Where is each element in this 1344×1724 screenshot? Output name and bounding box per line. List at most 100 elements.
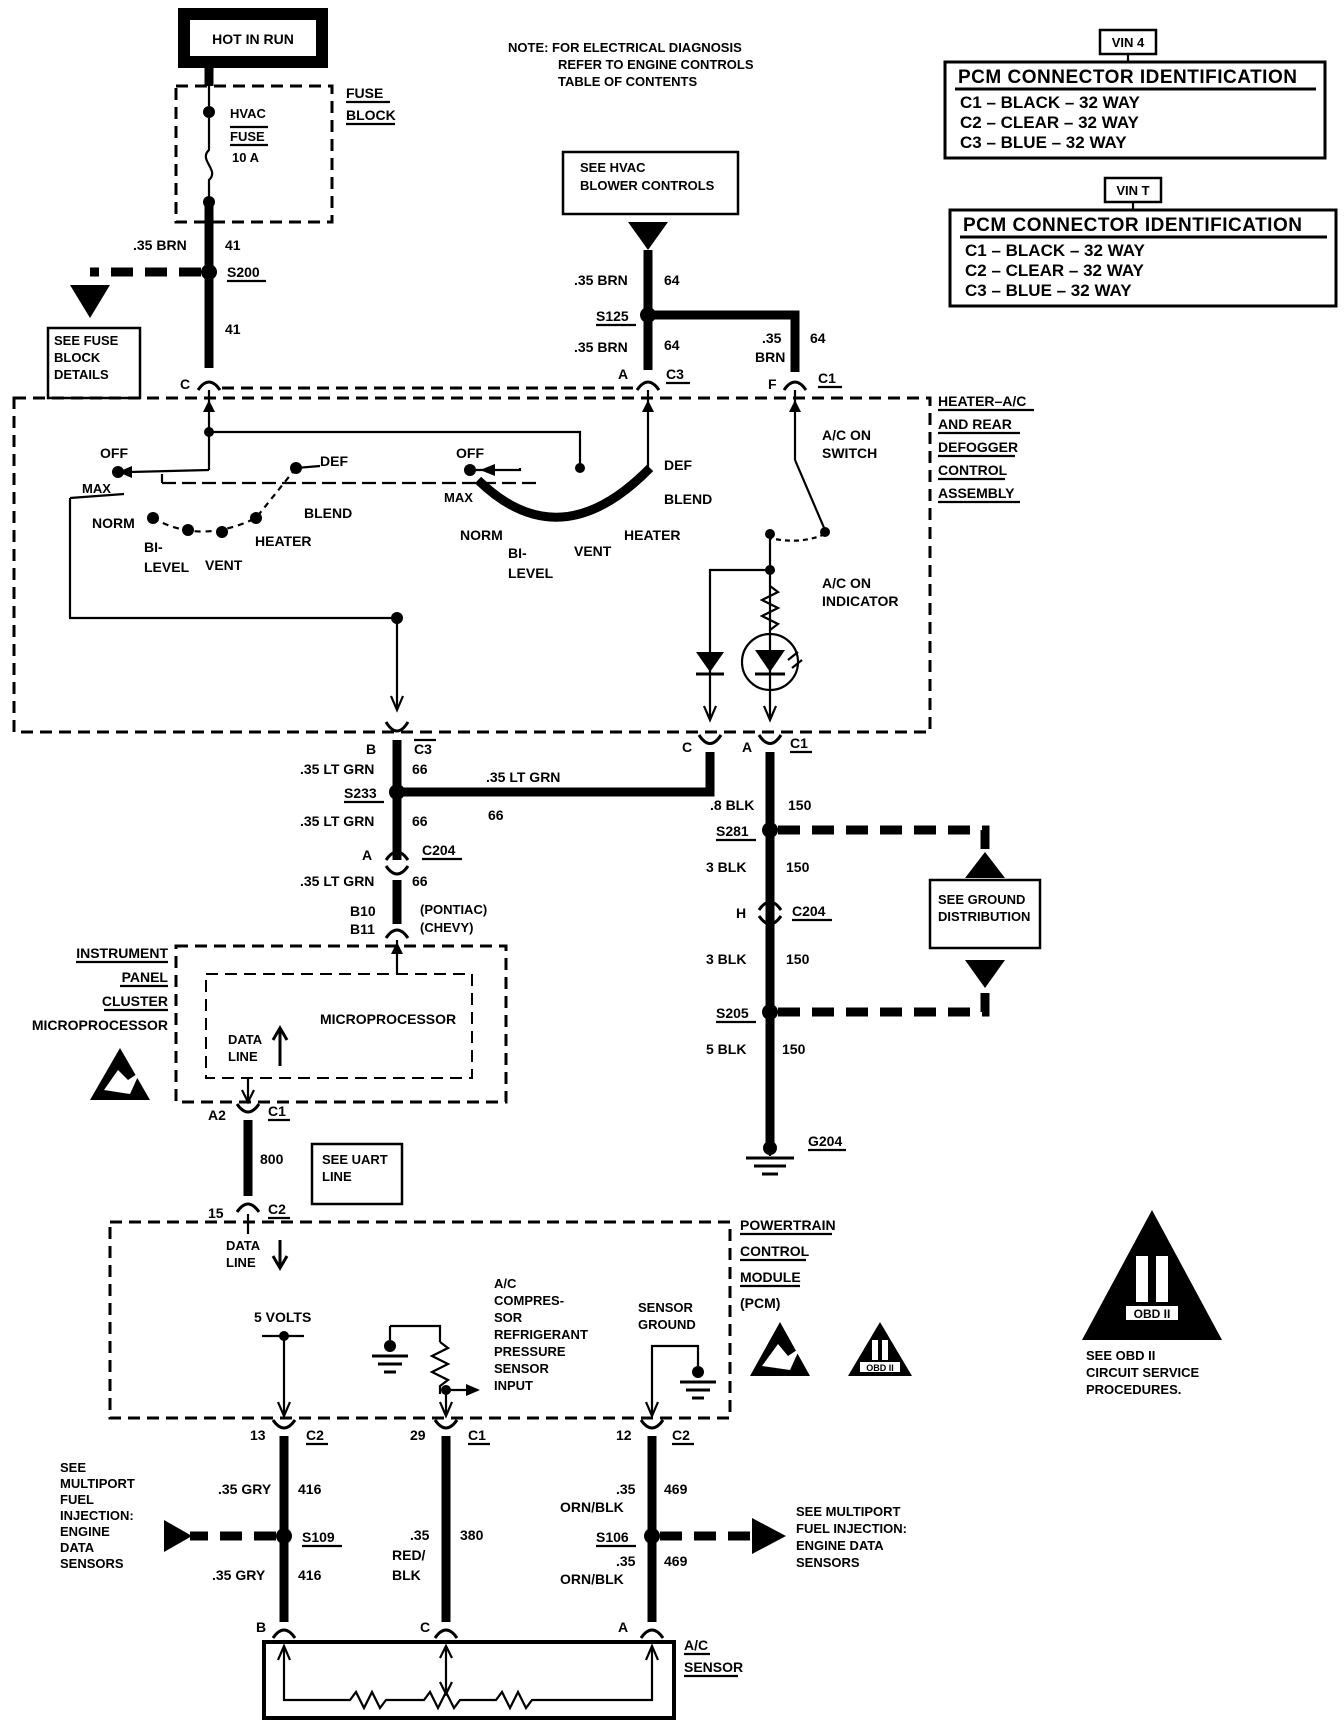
conn-c2-a: C2 (306, 1427, 324, 1443)
conn-a2: A2 (208, 1107, 226, 1123)
wire-orn-2a: .35 (616, 1553, 636, 1569)
ref-fuse-details-3: DETAILS (54, 367, 109, 382)
ref-obd-1: SEE OBD II (1086, 1348, 1155, 1363)
circuit-41-b: 41 (225, 321, 241, 337)
splice-s106-label: S106 (596, 1529, 629, 1545)
see-ground-distribution-box (928, 878, 1042, 950)
obd-large-label: OBD II (1134, 1307, 1171, 1321)
conn-c1-b: C1 (468, 1427, 486, 1443)
splice-s205-label: S205 (716, 1005, 749, 1021)
fuse-block-outline (174, 84, 334, 224)
ac-indicator-label-1: A/C ON (822, 575, 871, 591)
wire-gry-1: .35 GRY (218, 1481, 272, 1497)
ipc-label-4: MICROPROCESSOR (32, 1017, 168, 1033)
ref-mpfi-l-3: FUEL (60, 1492, 94, 1507)
wire-ltgrn-1: .35 LT GRN (300, 761, 374, 777)
chevy-label: (CHEVY) (420, 920, 473, 935)
circuit-150-d: 150 (782, 1041, 806, 1057)
conn-29: 29 (410, 1427, 426, 1443)
center-max: MAX (444, 490, 473, 505)
pontiac-label: (PONTIAC) (420, 902, 487, 917)
control-assembly-outline (12, 396, 932, 734)
ipc-micro-label: MICROPROCESSOR (320, 1011, 456, 1027)
conn-c-sensor: C (420, 1619, 430, 1635)
wire-brn-64-c1: .35 (762, 330, 782, 346)
control-label-4: CONTROL (938, 462, 1008, 478)
conn-12: 12 (616, 1427, 632, 1443)
fuse-block-label-2: BLOCK (346, 107, 396, 123)
conn-b-sensor: B (256, 1619, 266, 1635)
center-blend: BLEND (664, 491, 712, 507)
ref-obd-2: CIRCUIT SERVICE (1086, 1365, 1199, 1380)
ref-obd-3: PROCEDURES. (1086, 1382, 1181, 1397)
wire-brn-64-a: .35 BRN (574, 272, 628, 288)
vin-4-label: VIN 4 (1112, 35, 1145, 50)
conn-b-c3: B (366, 741, 376, 757)
circuit-380: 380 (460, 1527, 484, 1543)
pcm-5-volts: 5 VOLTS (254, 1309, 311, 1325)
hvac-fuse-label-2: FUSE (230, 129, 265, 144)
pcm-esd-icon (750, 1322, 810, 1376)
ipc-data-2: LINE (228, 1049, 258, 1064)
ac-switch-label-1: A/C ON (822, 427, 871, 443)
splice-s205 (762, 1004, 778, 1020)
conn-c2-pcm-top: C2 (268, 1201, 286, 1217)
note-line-1: NOTE: FOR ELECTRICAL DIAGNOSIS (508, 40, 742, 55)
conn-c3-top: C3 (666, 366, 684, 382)
ref-mpfi-r-4: SENSORS (796, 1555, 860, 1570)
ipc-micro-outline (205, 973, 473, 1079)
ref-mpfi-l-5: ENGINE (60, 1524, 110, 1539)
obd-small-icon: OBD II (848, 1322, 912, 1376)
circuit-41-a: 41 (225, 237, 241, 253)
left-off: OFF (100, 445, 128, 461)
left-bi: BI- (144, 539, 163, 555)
hvac-fuse (204, 112, 214, 202)
wire-redblk-3: BLK (392, 1567, 421, 1583)
conn-f-c1: F (768, 376, 777, 392)
splice-s200 (201, 264, 217, 280)
pcm-data-2: LINE (226, 1255, 256, 1270)
pcm-label-1: POWERTRAIN (740, 1217, 836, 1233)
splice-s106 (644, 1528, 660, 1544)
hvac-fuse-label-1: HVAC (230, 106, 266, 121)
ipc-label-3: CLUSTER (102, 993, 168, 1009)
conn-c204-2: C204 (792, 903, 826, 919)
pressure-3: SOR (494, 1310, 523, 1325)
splice-s233 (389, 784, 405, 800)
center-bi: BI- (508, 545, 527, 561)
ac-switch-label-2: SWITCH (822, 445, 877, 461)
control-label-2: AND REAR (938, 416, 1012, 432)
see-hvac-blower-box (561, 150, 740, 216)
circuit-416-b: 416 (298, 1567, 322, 1583)
conn-a-c3: A (618, 366, 628, 382)
conn-a-c1: A (742, 739, 752, 755)
circuit-66-d: 66 (412, 873, 428, 889)
conn-13: 13 (250, 1427, 266, 1443)
pcm-label-3: MODULE (740, 1269, 801, 1285)
ac-sensor-box (262, 1640, 676, 1720)
splice-s281-label: S281 (716, 823, 749, 839)
obd-small-label: OBD II (866, 1363, 894, 1373)
left-blend: BLEND (304, 505, 352, 521)
conn-c2-c: C2 (672, 1427, 690, 1443)
conn-a-c204: A (362, 847, 372, 863)
pcm-table-1-row-2: C2 – CLEAR – 32 WAY (960, 113, 1140, 132)
ref-uart-1: SEE UART (322, 1152, 388, 1167)
ref-ground-2: DISTRIBUTION (938, 909, 1030, 924)
pcm-table-2-title: PCM CONNECTOR IDENTIFICATION (963, 215, 1302, 236)
pcm-table-2-row-3: C3 – BLUE – 32 WAY (965, 281, 1132, 300)
splice-s125-label: S125 (596, 308, 629, 324)
pcm-outline (108, 1220, 732, 1420)
pcm-table-2-row-1: C1 – BLACK – 32 WAY (965, 241, 1145, 260)
control-label-3: DEFOGGER (938, 439, 1018, 455)
left-def: DEF (320, 453, 348, 469)
ground-g204-label: G204 (808, 1133, 842, 1149)
left-norm: NORM (92, 515, 135, 531)
pressure-6: SENSOR (494, 1361, 550, 1376)
sensor-ground-2: GROUND (638, 1317, 696, 1332)
splice-s109 (276, 1528, 292, 1544)
center-level: LEVEL (508, 565, 554, 581)
conn-c1-top: C1 (818, 370, 836, 386)
wire-ltgrn-4: .35 LT GRN (300, 873, 374, 889)
pressure-7: INPUT (494, 1378, 533, 1393)
